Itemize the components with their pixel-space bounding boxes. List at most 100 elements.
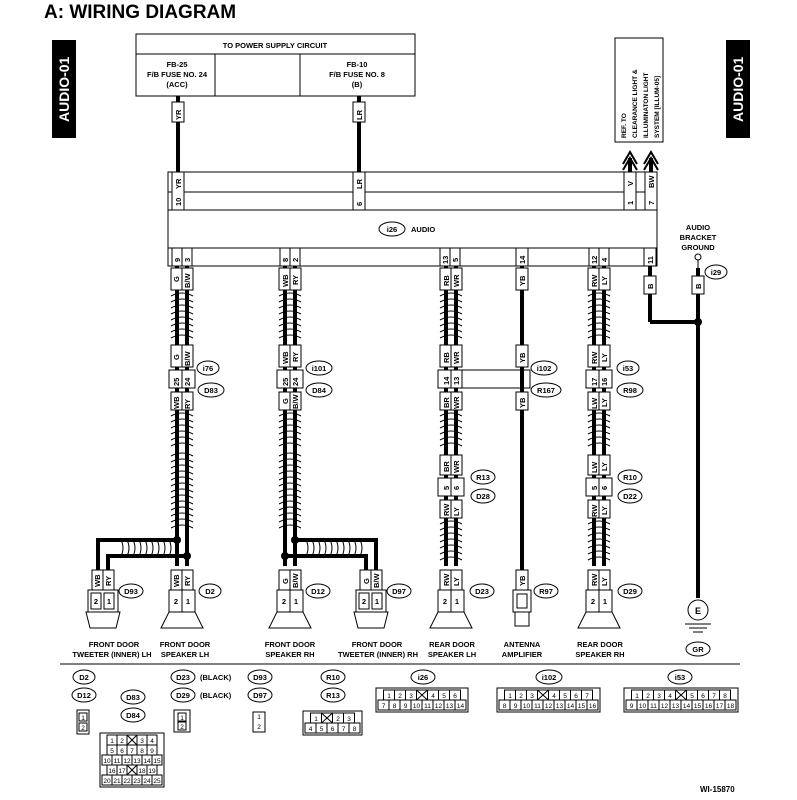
svg-text:i102: i102: [542, 673, 557, 682]
svg-text:BR: BR: [442, 461, 451, 472]
twist-mark: [439, 334, 463, 339]
legend-cell-label: 1: [635, 693, 639, 700]
svg-text:G: G: [172, 276, 181, 282]
svg-text:YB: YB: [518, 352, 527, 363]
twist-mark: [439, 412, 463, 417]
twist-mark: [439, 418, 463, 423]
svg-text:B/W: B/W: [291, 573, 300, 589]
svg-text:TWEETER (INNER) LH: TWEETER (INNER) LH: [72, 650, 151, 659]
svg-text:RW: RW: [442, 503, 451, 516]
svg-text:RB: RB: [442, 352, 451, 363]
svg-text:B: B: [646, 283, 655, 289]
svg-text:D2: D2: [205, 587, 215, 596]
svg-text:8: 8: [281, 258, 290, 262]
twist-mark: [587, 418, 611, 423]
twist-mark: [278, 500, 302, 505]
legend-cell-label: 6: [120, 748, 124, 755]
svg-text:3: 3: [183, 258, 192, 262]
legend-cell-label: 24: [143, 778, 151, 785]
svg-text:1: 1: [107, 597, 111, 606]
legend-cell-label: 9: [514, 703, 518, 710]
svg-text:SPEAKER RH: SPEAKER RH: [265, 650, 314, 659]
twist-mark: [278, 476, 302, 481]
svg-text:RW: RW: [590, 573, 599, 586]
audio-unit-name: AUDIO: [411, 225, 435, 234]
svg-text:WB: WB: [172, 396, 181, 409]
legend-cell-label: 9: [630, 703, 634, 710]
svg-text:1: 1: [375, 597, 379, 606]
svg-text:R10: R10: [326, 673, 340, 682]
legend-cell-label: 8: [393, 703, 397, 710]
twist-mark: [587, 430, 611, 435]
legend-cell-label: 12: [123, 758, 131, 765]
legend-cell-label: 12: [661, 703, 669, 710]
legend-cell-label: 16: [108, 768, 116, 775]
wire-twist-marks: [119, 292, 611, 561]
svg-text:1: 1: [186, 597, 190, 606]
svg-text:10: 10: [174, 198, 183, 206]
legend-cell-label: 1: [314, 716, 318, 723]
svg-text:BRACKET: BRACKET: [680, 233, 717, 242]
svg-text:SYSTEM [ILLUM-05]: SYSTEM [ILLUM-05]: [654, 76, 661, 138]
twist-mark: [278, 488, 302, 493]
twist-mark: [278, 524, 302, 529]
legend-cell-label: 13: [672, 703, 680, 710]
twist-mark: [278, 442, 302, 447]
twist-mark: [278, 436, 302, 441]
legend-cell-label: 5: [320, 726, 324, 733]
twist-mark: [278, 470, 302, 475]
svg-text:LY: LY: [600, 353, 609, 362]
svg-text:R97: R97: [539, 587, 553, 596]
twist-mark: [439, 532, 463, 537]
device-antenna-amplifier: YB R97 ANTENNA AMPLIFIER: [502, 569, 559, 659]
svg-text:RY: RY: [291, 352, 300, 362]
svg-text:D12: D12: [311, 587, 325, 596]
svg-text:14: 14: [442, 376, 451, 385]
harness-group-2: WB RY WB RY 25 24 G B/W i101 D84: [276, 266, 378, 570]
svg-text:24: 24: [291, 377, 300, 386]
svg-text:13: 13: [452, 377, 461, 385]
svg-text:LY: LY: [452, 507, 461, 516]
svg-text:D12: D12: [77, 691, 91, 700]
svg-text:FRONT DOOR: FRONT DOOR: [89, 640, 140, 649]
harness-group-3: RB WR RB WR 14 13 BR WR BR WR 5 6 RW LY …: [437, 266, 531, 566]
legend-cell-label: 8: [503, 703, 507, 710]
legend-cell-label: 2: [336, 716, 340, 723]
svg-text:REAR DOOR: REAR DOOR: [429, 640, 475, 649]
twist-mark: [322, 537, 327, 559]
side-tab-right: AUDIO-01: [726, 40, 750, 138]
legend-cell-label: 8: [140, 748, 144, 755]
svg-text:2: 2: [362, 597, 366, 606]
twist-mark: [161, 537, 166, 559]
svg-text:RY: RY: [291, 275, 300, 285]
legend-cell-label: 11: [534, 703, 541, 710]
svg-text:SPEAKER LH: SPEAKER LH: [161, 650, 209, 659]
legend-cell-label: 5: [442, 693, 446, 700]
svg-text:D97: D97: [253, 691, 267, 700]
svg-text:ILLUMINATON LIGHT: ILLUMINATON LIGHT: [643, 72, 650, 138]
svg-text:SPEAKER RH: SPEAKER RH: [575, 650, 624, 659]
svg-text:i53: i53: [675, 673, 685, 682]
legend-cell: [586, 699, 599, 711]
twist-mark: [278, 316, 302, 321]
svg-text:D23: D23: [176, 673, 190, 682]
legend-cell-label: 14: [143, 758, 151, 765]
twist-mark: [125, 537, 130, 559]
svg-text:G: G: [281, 578, 290, 584]
legend-cell-label: 13: [446, 703, 454, 710]
svg-text:F/B FUSE NO. 24: F/B FUSE NO. 24: [147, 70, 208, 79]
twist-mark: [149, 537, 154, 559]
device-front-tweeter-lh: WB RY 2 1 D93 FRONT DOOR TWEETER (INNER)…: [72, 569, 152, 659]
twist-mark: [587, 520, 611, 525]
twist-mark: [439, 556, 463, 561]
svg-text:BW: BW: [647, 175, 656, 188]
twist-mark: [170, 512, 194, 517]
twist-mark: [170, 452, 194, 457]
svg-text:5: 5: [451, 258, 460, 262]
twist-mark: [316, 537, 321, 559]
twist-mark: [439, 304, 463, 309]
legend-cell-label: 12: [545, 703, 553, 710]
twist-mark: [170, 418, 194, 423]
svg-text:YB: YB: [518, 275, 527, 286]
